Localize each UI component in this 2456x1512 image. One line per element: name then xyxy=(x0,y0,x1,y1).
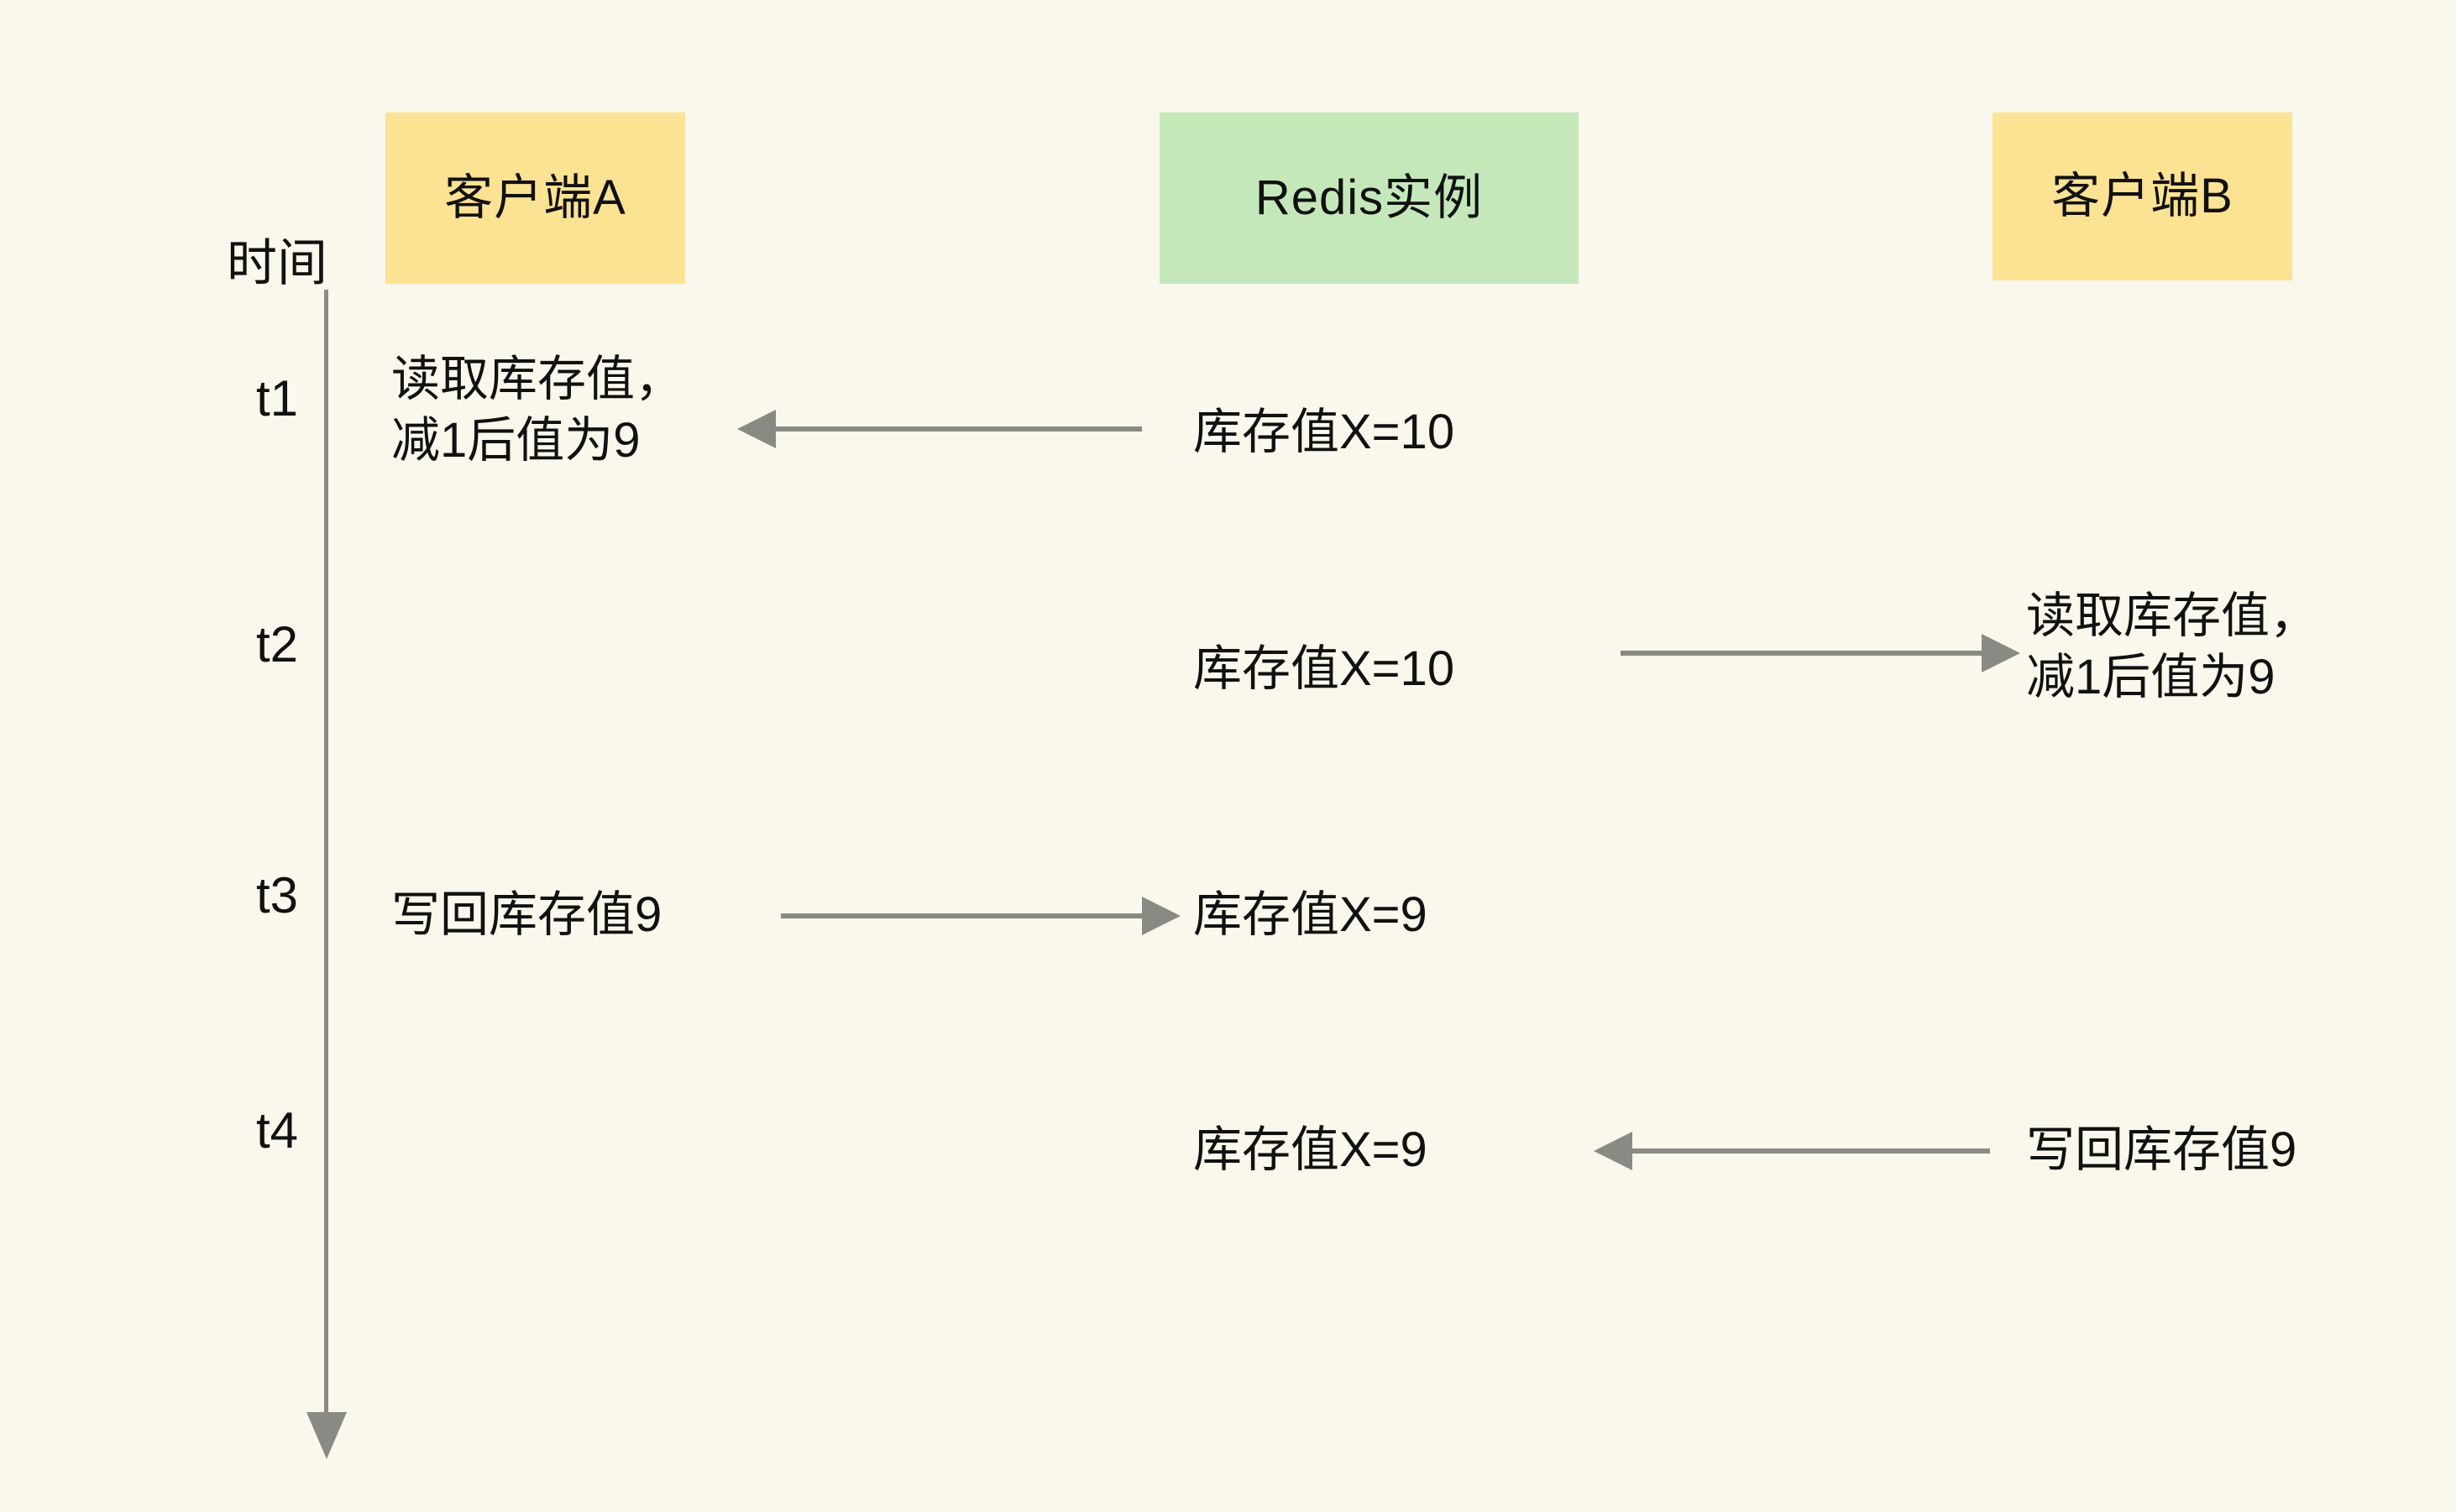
actor-box-client-a: 客户端A xyxy=(385,112,685,284)
message-t3-client-a: 写回库存值9 xyxy=(391,887,662,942)
message-t1-redis: 库存值X=10 xyxy=(1193,405,1455,459)
tick-label-t3: t3 xyxy=(255,867,298,923)
arrow-line-t1 xyxy=(772,426,1142,432)
tick-label-t1: t1 xyxy=(255,370,298,426)
message-t4-redis: 库存值X=9 xyxy=(1193,1122,1427,1177)
message-t3-redis: 库存值X=9 xyxy=(1193,887,1427,942)
tick-label-t4: t4 xyxy=(255,1102,298,1159)
arrow-line-t2 xyxy=(1621,651,1982,656)
actor-label-client-a: 客户端A xyxy=(444,170,626,226)
arrow-line-t3 xyxy=(781,913,1142,918)
message-t4-client-b: 写回库存值9 xyxy=(2026,1122,2297,1177)
message-t1-client-a: 读取库存值， 减1后值为9 xyxy=(391,352,684,468)
actor-box-redis: Redis实例 xyxy=(1160,112,1579,284)
message-t2-client-b: 读取库存值， 减1后值为9 xyxy=(2026,589,2319,705)
time-axis-arrow-icon xyxy=(306,1412,347,1459)
arrow-head-right-icon-t3 xyxy=(1142,897,1181,935)
tick-label-t2: t2 xyxy=(255,616,298,672)
arrow-head-right-icon-t2 xyxy=(1982,634,2020,672)
message-t2-redis: 库存值X=10 xyxy=(1193,641,1455,696)
actor-label-client-b: 客户端B xyxy=(2051,169,2233,224)
arrow-head-left-icon-t1 xyxy=(737,410,776,448)
arrow-head-left-icon-t4 xyxy=(1594,1132,1632,1170)
time-axis-line xyxy=(324,290,328,1415)
time-axis-label: 时间 xyxy=(227,235,327,291)
arrow-line-t4 xyxy=(1629,1148,1990,1154)
actor-label-redis: Redis实例 xyxy=(1254,170,1484,226)
actor-box-client-b: 客户端B xyxy=(1993,112,2292,280)
